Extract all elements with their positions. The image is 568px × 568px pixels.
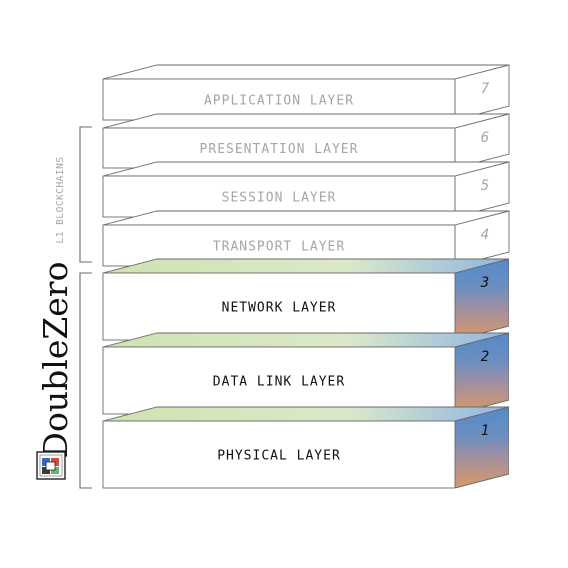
layer-4: TRANSPORT LAYER 4 [102, 210, 510, 267]
layer-6: PRESENTATION LAYER 6 [102, 113, 510, 169]
layer-label: NETWORK LAYER [222, 301, 337, 316]
doublezero-mark-icon [36, 451, 66, 480]
layer-top-face [102, 210, 510, 226]
layer-label: TRANSPORT LAYER [213, 240, 345, 255]
layer-front-face [102, 78, 456, 121]
l1-blockchains-label: L1 BLOCKCHAINS [55, 156, 66, 243]
bracket-group [79, 126, 92, 489]
layer-front-face [102, 420, 456, 489]
layer-1: PHYSICAL LAYER 1 [102, 406, 510, 489]
layer-5: SESSION LAYER 5 [102, 161, 510, 218]
layer-label: SESSION LAYER [222, 191, 337, 206]
layer-top-face [102, 406, 510, 422]
layer-label: PRESENTATION LAYER [200, 142, 359, 157]
layer-top-face [102, 113, 510, 129]
layer-number: 4 [481, 227, 489, 243]
layer-side-face [454, 258, 510, 341]
layer-front-face [102, 346, 456, 415]
l1-blockchains-bracket [79, 126, 92, 263]
layer-number: 7 [481, 81, 490, 97]
layer-3: NETWORK LAYER 3 [102, 258, 510, 341]
doublezero-wordmark: DoubleZero [36, 262, 75, 459]
layer-number: 3 [480, 275, 489, 291]
layer-label: PHYSICAL LAYER [217, 449, 341, 464]
layer-side-face [454, 406, 510, 489]
layer-number: 6 [481, 130, 489, 146]
layer-top-face [102, 64, 510, 80]
layer-front-face [102, 175, 456, 218]
layer-top-face [102, 161, 510, 177]
layer-label: APPLICATION LAYER [204, 94, 354, 109]
layer-2: DATA LINK LAYER 2 [102, 332, 510, 415]
layer-number: 5 [481, 178, 489, 194]
layer-number: 1 [481, 423, 489, 439]
layer-number: 2 [481, 349, 489, 365]
layer-label: DATA LINK LAYER [213, 375, 345, 390]
layer-front-face [102, 272, 456, 341]
doublezero-bracket [79, 272, 92, 489]
layer-top-face [102, 258, 510, 274]
layer-top-face [102, 332, 510, 348]
layer-side-face [454, 332, 510, 415]
layer-7: APPLICATION LAYER 7 [102, 64, 510, 121]
